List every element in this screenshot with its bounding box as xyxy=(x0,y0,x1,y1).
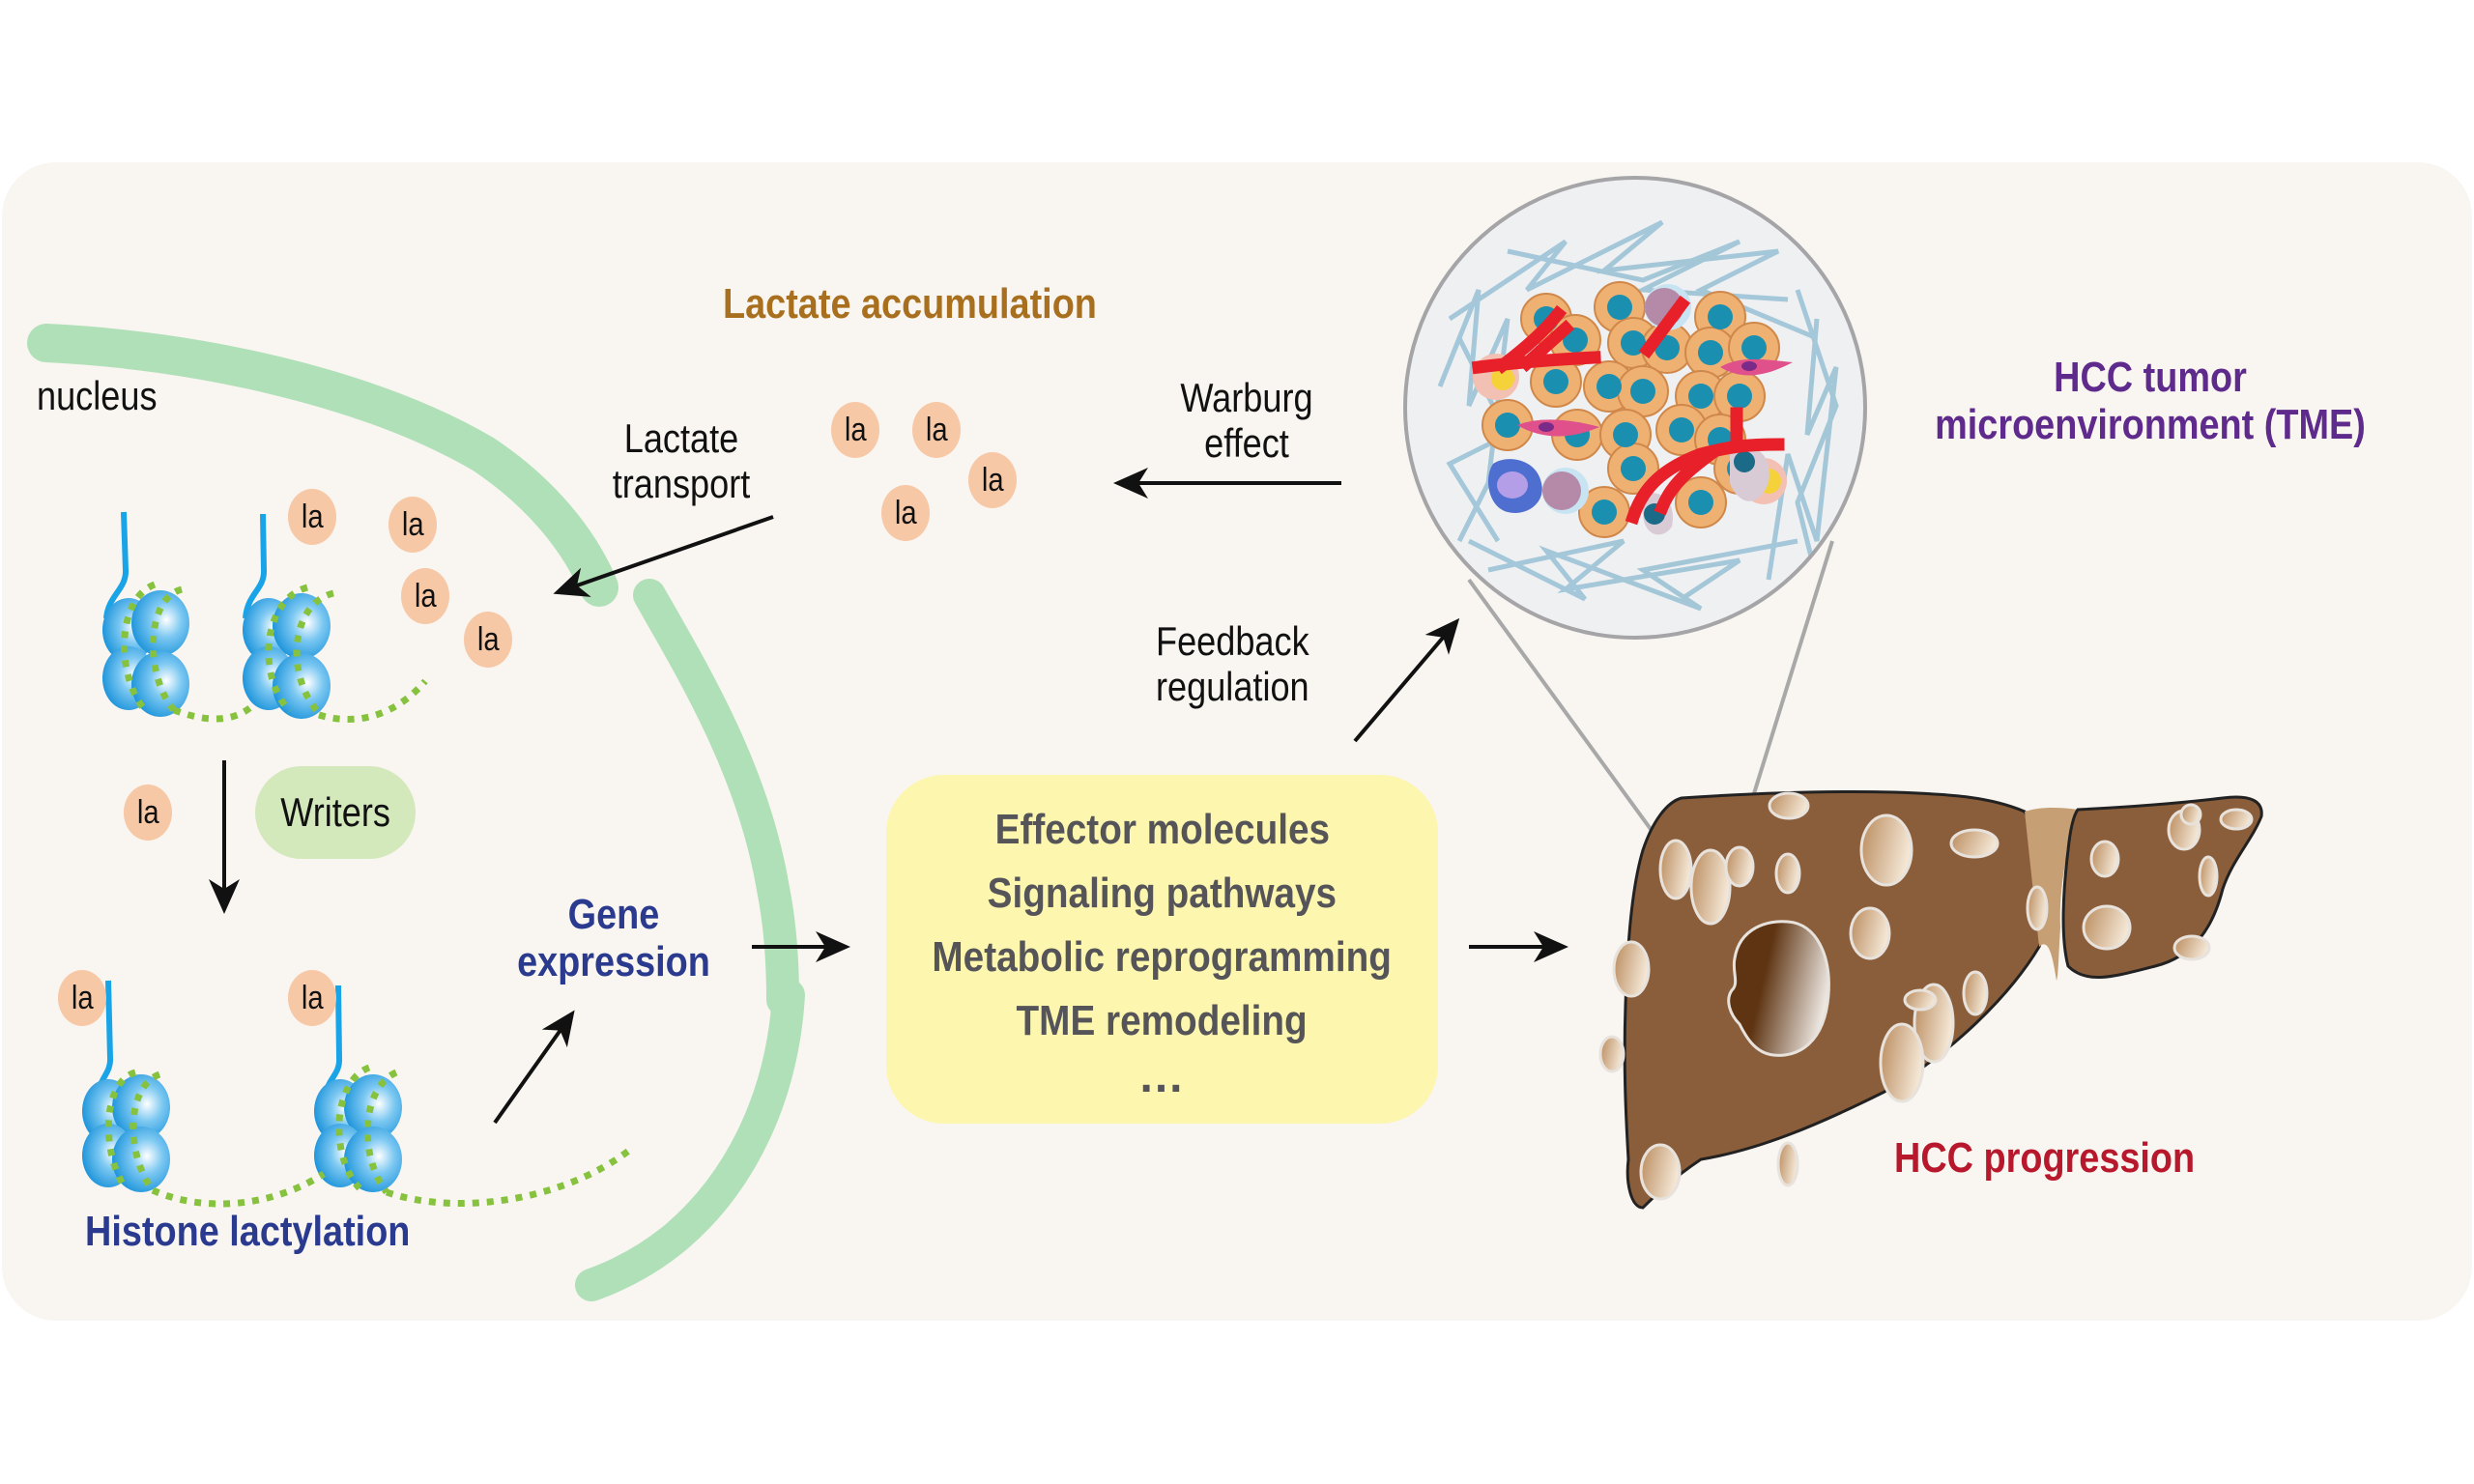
warburg-effect-label: Warburg effect xyxy=(1164,375,1330,466)
tme-title-line1: HCC tumor xyxy=(2054,354,2247,401)
histone-lactylation-title: Histone lactylation xyxy=(85,1208,411,1255)
hcc-progression-title: HCC progression xyxy=(1894,1134,2196,1182)
gene-expression-title: Gene expression xyxy=(502,891,726,986)
liver-tumor-nodules xyxy=(1598,791,2254,1201)
lactate-bubble: la xyxy=(912,402,961,458)
dna-strand-bottom xyxy=(151,1147,633,1208)
lactate-bubble: la xyxy=(58,970,106,1026)
effector-item: Effector molecules xyxy=(994,805,1330,853)
lactate-bubble: la xyxy=(401,568,449,624)
warburg-effect-line2: effect xyxy=(1204,420,1289,467)
tme-magnified-circle xyxy=(1403,176,1867,640)
nucleosome-top-1 xyxy=(102,511,189,717)
tme-title: HCC tumor microenvironment (TME) xyxy=(1930,354,2371,449)
nucleus-label: nucleus xyxy=(37,373,158,418)
lactate-bubble: la xyxy=(288,489,336,545)
nuclear-membrane xyxy=(27,324,805,1301)
membrane-top-segment xyxy=(27,324,618,607)
lactate-bubble: la xyxy=(831,402,879,458)
effector-box: Effector molecules Signaling pathways Me… xyxy=(886,775,1438,1124)
writers-badge: Writers xyxy=(255,766,416,859)
tme-title-line2: microenvironment (TME) xyxy=(1935,401,2366,449)
effector-ellipsis: ... xyxy=(1139,1050,1185,1102)
lactate-bubble: la xyxy=(388,497,437,553)
dna-strand-top xyxy=(172,678,428,724)
effector-item: TME remodeling xyxy=(1016,996,1309,1044)
fibroblasts xyxy=(1517,358,1793,437)
immune-cells xyxy=(1473,284,1787,535)
liver-ligament xyxy=(2025,807,2078,981)
membrane-bottom-segment xyxy=(575,979,805,1301)
lactate-bubble: la xyxy=(288,970,336,1026)
gene-expression-line1: Gene xyxy=(567,891,660,938)
blood-vessels xyxy=(1471,295,1785,526)
lactate-bubble: la xyxy=(968,452,1017,508)
membrane-middle-segment xyxy=(633,579,799,1016)
gene-expression-line2: expression xyxy=(517,938,710,986)
feedback-regulation-line1: Feedback xyxy=(1156,618,1309,664)
warburg-effect-line1: Warburg xyxy=(1180,375,1313,420)
feedback-regulation-label: Feedback regulation xyxy=(1156,618,1309,709)
nucleosome-top-2 xyxy=(243,513,335,719)
nucleosome-bottom-2 xyxy=(314,985,402,1195)
lactate-transport-line1: Lactate xyxy=(623,415,739,461)
feedback-regulation-line2: regulation xyxy=(1156,664,1309,710)
nucleosome-bottom-1 xyxy=(82,980,170,1193)
gene-expression-arrow xyxy=(493,1010,575,1125)
effector-item: Metabolic reprogramming xyxy=(932,932,1393,981)
liver-illustration xyxy=(1598,789,2263,1210)
lactate-transport-arrow xyxy=(553,515,774,597)
lactate-accumulation-title: Lactate accumulation xyxy=(723,280,1097,328)
effector-item: Signaling pathways xyxy=(987,869,1338,917)
writers-label: Writers xyxy=(280,789,390,835)
liver-necrotic-cavity xyxy=(1727,920,1830,1057)
lactate-transport-line2: transport xyxy=(612,461,751,507)
lactate-transport-label: Lactate transport xyxy=(594,415,769,506)
lactate-bubble: la xyxy=(464,612,512,668)
lactate-bubble: la xyxy=(881,485,930,541)
feedback-regulation-arrow xyxy=(1353,617,1460,743)
background-panel xyxy=(2,162,2472,1321)
lactate-bubble: la xyxy=(124,785,172,841)
